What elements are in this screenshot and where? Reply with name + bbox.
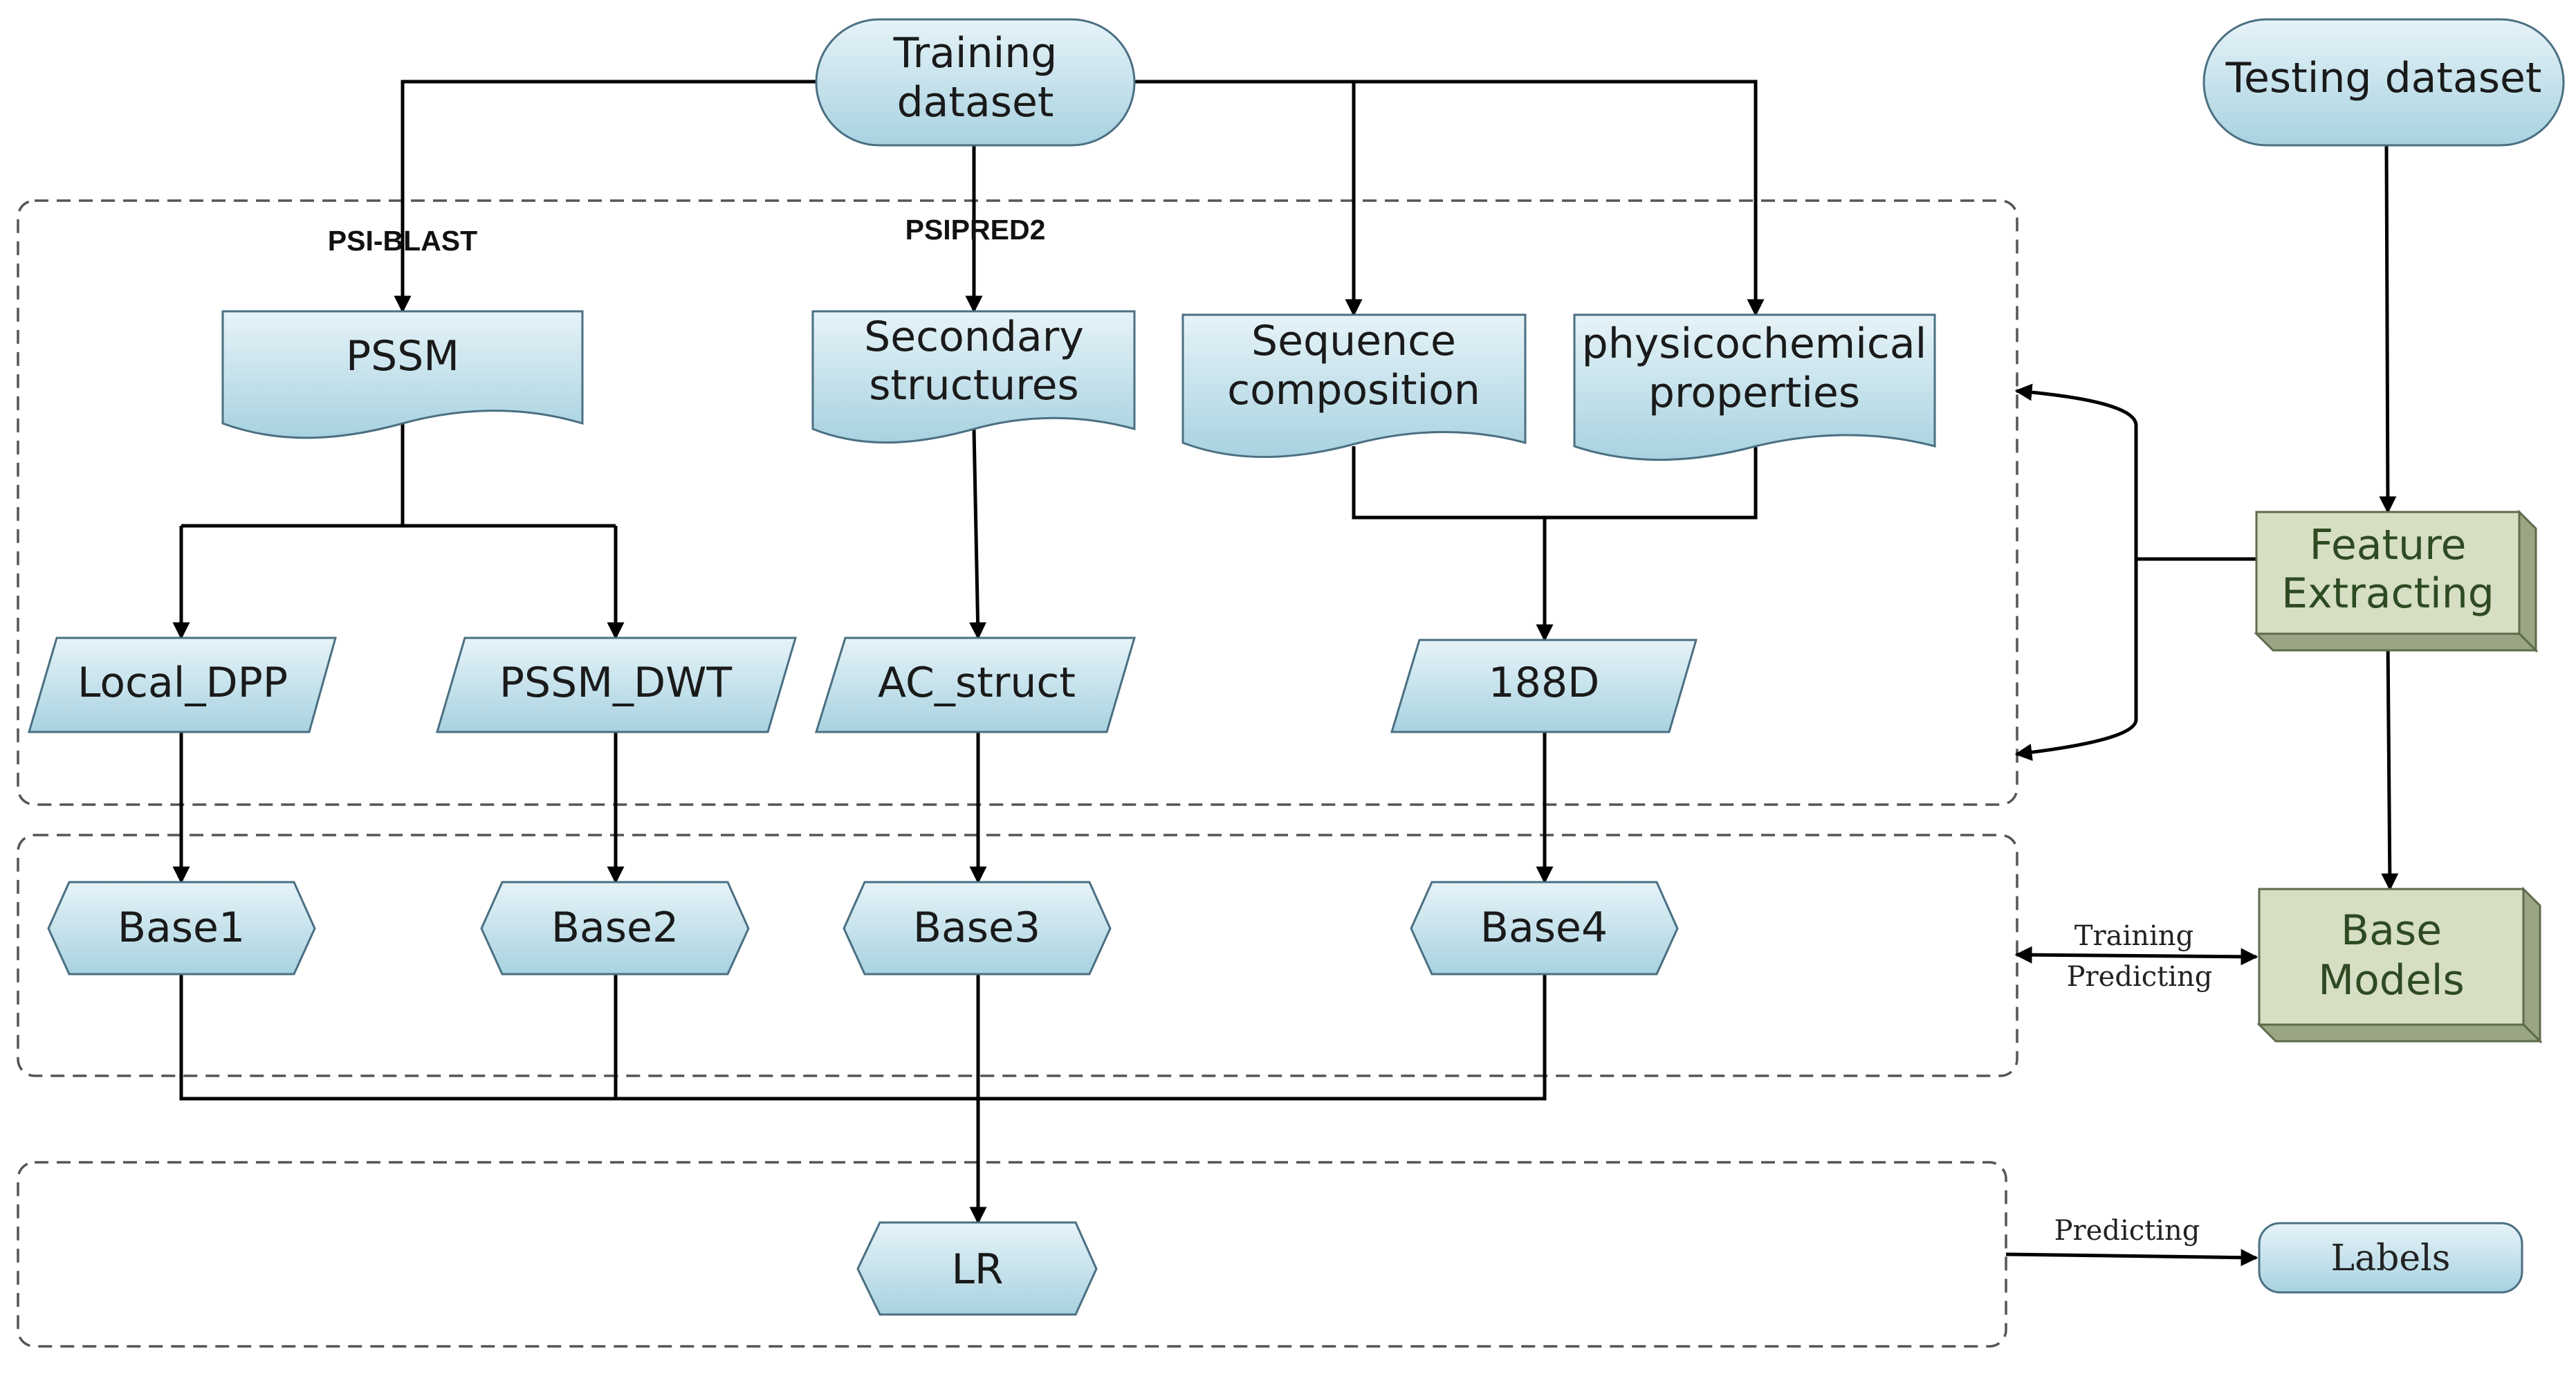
ac-struct-label: AC_struct xyxy=(878,659,1076,707)
connectors xyxy=(172,80,2399,1267)
ac-struct-node: AC_struct xyxy=(814,637,1137,733)
pssm-node: PSSM xyxy=(221,310,584,439)
feature-extracting-line2: Extracting xyxy=(2281,569,2494,618)
predicting-base-edge-label: Predicting xyxy=(2067,961,2213,993)
training-dataset-node: Training dataset xyxy=(815,18,1136,147)
training-dataset-line2: dataset xyxy=(897,78,1054,127)
secondary-structures-line2: structures xyxy=(869,361,1079,410)
secondary-structures-node: Secondary structures xyxy=(811,310,1136,444)
labels-label: Labels xyxy=(2331,1238,2451,1279)
base3-label: Base3 xyxy=(913,904,1040,952)
physicochemical-line1: physicochemical xyxy=(1582,320,1927,368)
labels-node: Labels xyxy=(2258,1222,2523,1294)
psi-blast-label: PSI-BLAST xyxy=(328,225,477,257)
training-dataset-line1: Training xyxy=(893,29,1058,77)
d188-label: 188D xyxy=(1489,659,1600,707)
psipred2-label: PSIPRED2 xyxy=(905,214,1046,246)
testing-dataset-label: Testing dataset xyxy=(2225,54,2542,102)
predicting-labels-edge-label: Predicting xyxy=(2054,1215,2200,1247)
sequence-composition-node: Sequence composition xyxy=(1181,313,1527,458)
lr-node: LR xyxy=(856,1221,1098,1316)
base3-node: Base3 xyxy=(843,881,1112,976)
physicochemical-properties-node: physicochemical properties xyxy=(1573,313,1936,461)
lr-group-frame xyxy=(17,1161,2007,1348)
base-models-line2: Models xyxy=(2318,956,2464,1005)
base1-label: Base1 xyxy=(118,904,245,952)
secondary-structures-line1: Secondary xyxy=(864,313,1084,361)
training-edge-label: Training xyxy=(2074,920,2193,952)
base4-node: Base4 xyxy=(1410,881,1679,976)
sequence-composition-line2: composition xyxy=(1227,366,1480,414)
sequence-composition-line1: Sequence xyxy=(1251,317,1456,365)
pssm-dwt-node: PSSM_DWT xyxy=(435,637,798,733)
feature-extracting-node: Feature Extracting xyxy=(2254,509,2539,653)
feature-group-frame xyxy=(17,199,2018,806)
base-models-node: Base Models xyxy=(2256,886,2543,1044)
testing-dataset-node: Testing dataset xyxy=(2202,18,2565,147)
local-dpp-label: Local_DPP xyxy=(77,659,288,707)
base2-node: Base2 xyxy=(480,881,750,976)
base2-label: Base2 xyxy=(551,904,679,952)
physicochemical-line2: properties xyxy=(1648,369,1860,417)
lr-label: LR xyxy=(951,1245,1003,1294)
base-model-group-frame xyxy=(17,834,2018,1077)
base-models-line1: Base xyxy=(2341,906,2442,955)
pssm-dwt-label: PSSM_DWT xyxy=(499,659,733,707)
local-dpp-node: Local_DPP xyxy=(27,637,337,733)
feature-extracting-line1: Feature xyxy=(2310,521,2467,569)
base4-label: Base4 xyxy=(1480,904,1608,952)
pssm-label: PSSM xyxy=(346,332,459,381)
d188-node: 188D xyxy=(1390,639,1698,733)
base1-node: Base1 xyxy=(47,881,316,976)
